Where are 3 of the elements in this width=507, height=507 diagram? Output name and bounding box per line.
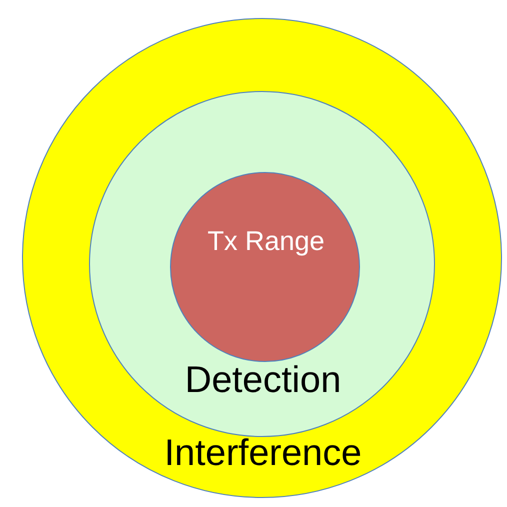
zone-label: Interference: [163, 431, 363, 475]
zone-label: Detection: [184, 358, 342, 402]
zone-label: Tx Range: [206, 225, 326, 258]
